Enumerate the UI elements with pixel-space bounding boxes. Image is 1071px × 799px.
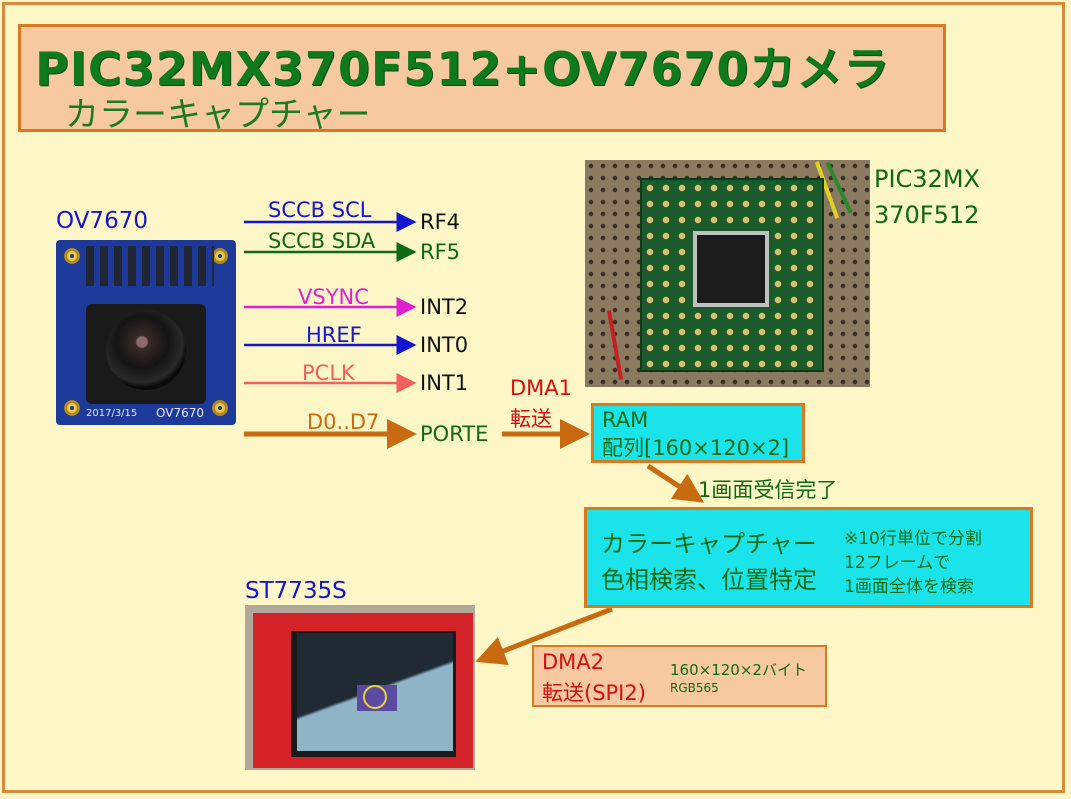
dma2-arrow <box>475 606 613 665</box>
title-box: PIC32MX370F512+OV7670カメラ カラーキャプチャー <box>18 24 946 135</box>
detection-marker <box>363 685 387 709</box>
capture-search: 色相検索、位置特定 <box>601 566 817 594</box>
camera-label: OV7670 <box>56 208 148 234</box>
frame-done-label: 1画面受信完了 <box>698 478 838 502</box>
dma2-transfer-label: 転送(SPI2) <box>542 681 646 705</box>
pin-int0: INT0 <box>420 333 469 357</box>
pin-int2: INT2 <box>420 295 469 319</box>
st7735s-display-image <box>245 605 475 770</box>
frame-done-arrow <box>646 463 705 503</box>
pin-rf5: RF5 <box>420 240 461 264</box>
board-text: OV7670 <box>156 406 204 420</box>
ram-box: RAM 配列[160×120×2] <box>591 403 805 463</box>
signal-name-pclk: PCLK <box>302 361 355 385</box>
capture-note-1: ※10行単位で分割 <box>844 529 982 549</box>
mount-hole <box>64 400 80 416</box>
mcu-label-line1: PIC32MX <box>874 165 980 193</box>
dma2-format: RGB565 <box>670 681 719 695</box>
mount-hole <box>212 400 228 416</box>
pic32mx-board-image <box>585 160 870 387</box>
header-pins <box>86 246 214 286</box>
capture-note-2: 12フレームで <box>844 553 951 573</box>
signal-name-data: D0..D7 <box>307 410 380 434</box>
capture-title: カラーキャプチャー <box>601 530 817 558</box>
title-main: PIC32MX370F512+OV7670カメラ <box>35 42 891 96</box>
pin-rf4: RF4 <box>420 210 461 234</box>
capture-note-3: 1画面全体を検索 <box>844 577 974 597</box>
capture-box: カラーキャプチャー 色相検索、位置特定 ※10行単位で分割 12フレームで 1画… <box>584 507 1033 608</box>
signal-name-vsync: VSYNC <box>298 285 369 309</box>
signal-name-href: HREF <box>306 323 362 347</box>
pin-porte: PORTE <box>420 422 489 446</box>
dma1-label: DMA1 <box>510 376 573 400</box>
dma2-box: DMA2 転送(SPI2) 160×120×2バイト RGB565 <box>532 645 827 707</box>
ram-array: 配列[160×120×2] <box>602 436 790 460</box>
dma2-label: DMA2 <box>542 650 605 674</box>
signal-name-scl: SCCB SCL <box>268 198 372 222</box>
board-date: 2017/3/15 <box>86 408 138 419</box>
lcd-label: ST7735S <box>245 578 347 604</box>
title-sub: カラーキャプチャー <box>65 95 371 135</box>
signal-name-sda: SCCB SDA <box>268 229 376 253</box>
dma2-size: 160×120×2バイト <box>670 661 807 679</box>
dma1-transfer-label: 転送 <box>510 407 552 431</box>
mcu-label-line2: 370F512 <box>874 201 980 229</box>
mount-hole <box>64 248 80 264</box>
ram-title: RAM <box>602 408 649 432</box>
mcu-chip <box>697 235 765 303</box>
camera-module-image: 2017/3/15 OV7670 <box>56 240 236 425</box>
pin-int1: INT1 <box>420 371 469 395</box>
camera-lens <box>106 310 186 390</box>
